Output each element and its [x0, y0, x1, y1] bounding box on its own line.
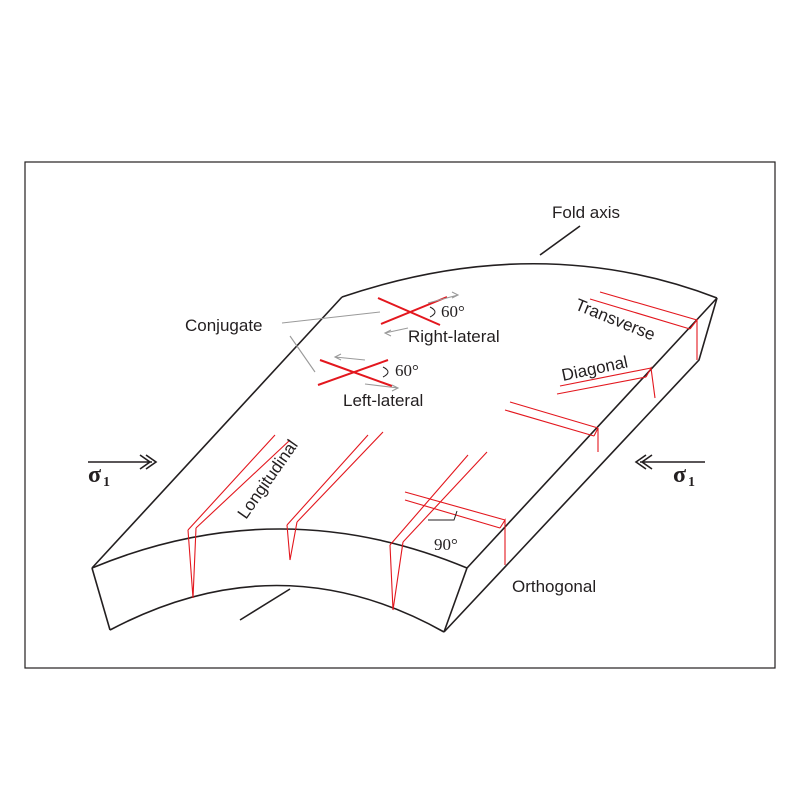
sigma1-left-subscript: 1	[103, 475, 110, 490]
diagonal-fracture	[504, 366, 656, 452]
figure-frame	[24, 161, 776, 669]
front-top-arc	[91, 528, 468, 569]
conjugate-label: Conjugate	[185, 316, 263, 335]
sigma1-right-arrow: σ 1	[634, 454, 705, 490]
right-top-edge	[466, 297, 718, 569]
left-lateral-angle: 60°	[395, 361, 419, 380]
fold-axis-label: Fold axis	[552, 203, 620, 222]
fold-axis-line-top	[539, 225, 581, 256]
front-left-edge	[91, 567, 111, 631]
sigma1-right-symbol: σ	[673, 462, 686, 488]
right-lateral-conjugate-fracture	[377, 291, 460, 337]
top-arc-edge	[341, 262, 718, 299]
orthogonal-fracture	[404, 491, 506, 565]
sigma1-left-symbol: σ	[88, 462, 101, 488]
transverse-fracture	[589, 291, 698, 360]
conjugate-leader-lines	[281, 311, 381, 373]
sigma1-right-subscript: 1	[688, 475, 695, 490]
front-right-edge	[443, 567, 468, 633]
longitudinal-fractures	[187, 431, 488, 611]
sigma1-left-arrow: σ 1	[88, 454, 158, 490]
orthogonal-angle: 90°	[434, 535, 458, 554]
left-lateral-conjugate-fracture	[317, 353, 400, 392]
right-lateral-angle: 60°	[441, 302, 465, 321]
orthogonal-label: Orthogonal	[512, 577, 596, 596]
front-bottom-arc	[109, 584, 445, 633]
side-face-edges	[443, 297, 718, 633]
left-top-edge	[91, 296, 343, 569]
fold-axis-line-bottom	[239, 588, 291, 621]
left-lateral-label: Left-lateral	[343, 391, 423, 410]
right-lateral-label: Right-lateral	[408, 327, 500, 346]
folded-layer-block	[91, 225, 718, 633]
